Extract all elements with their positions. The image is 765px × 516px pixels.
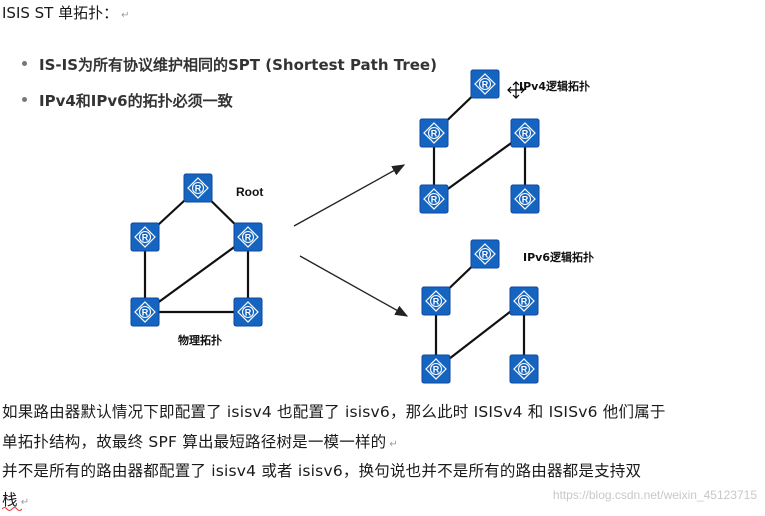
watermark: https://blog.csdn.net/weixin_45123715: [552, 488, 757, 502]
router-glyph: R: [522, 195, 529, 205]
paragraph-mark-icon: ↵: [20, 497, 30, 508]
router-glyph: R: [142, 308, 149, 318]
physical-topology-label: 物理拓扑: [178, 333, 222, 347]
router-glyph: R: [142, 233, 149, 243]
ipv6-router-left-icon: R: [421, 286, 451, 316]
router-glyph: R: [522, 129, 529, 139]
ipv4-router-bottom-right-icon: R: [510, 184, 540, 214]
bullet-item-1: IS-IS为所有协议维护相同的SPT (Shortest Path Tree): [22, 54, 437, 75]
router-glyph: R: [431, 195, 438, 205]
body-line-4: 栈↵: [2, 488, 29, 510]
heading-text: ISIS ST 单拓扑：: [2, 4, 119, 22]
ipv6-router-root-icon: R: [470, 239, 500, 269]
router-glyph: R: [431, 129, 438, 139]
router-glyph: R: [521, 297, 528, 307]
ipv6-router-right-icon: R: [509, 286, 539, 316]
bullet-dot-icon: [22, 61, 27, 66]
router-glyph: R: [482, 80, 489, 90]
bullet-dot-icon: [22, 97, 27, 102]
ipv4-router-left-icon: R: [419, 118, 449, 148]
ipv4-router-bottom-left-icon: R: [419, 184, 449, 214]
router-glyph: R: [433, 365, 440, 375]
page-heading: ISIS ST 单拓扑：↵: [2, 2, 130, 23]
ipv4-topology-label: IPv4逻辑拓扑: [519, 79, 590, 93]
body-line-4-text: 栈: [2, 491, 18, 509]
spellcheck-underline-icon: [2, 507, 22, 511]
topology-diagram: R R R R R R R R R R R R R R R Root 物理拓扑 IPv4逻辑拓扑 IPv6逻…: [130, 69, 594, 384]
ipv4-router-root-icon: R: [470, 69, 500, 99]
ipv6-router-bottom-left-icon: R: [421, 354, 451, 384]
router-glyph: R: [521, 365, 528, 375]
ipv6-topology-label: IPv6逻辑拓扑: [523, 250, 594, 264]
router-glyph: R: [195, 184, 202, 194]
bullet-item-2: IPv4和IPv6的拓扑必须一致: [22, 90, 233, 111]
root-label: Root: [236, 185, 263, 199]
arrow-to-ipv6: [299, 255, 409, 317]
physical-router-right-icon: R: [233, 222, 263, 252]
router-glyph: R: [482, 250, 489, 260]
body-line-2-text: 单拓扑结构，故最终 SPF 算出最短路径树是一模一样的: [2, 433, 387, 451]
move-cursor-icon: [507, 81, 525, 99]
router-glyph: R: [245, 308, 252, 318]
physical-router-root-icon: R: [183, 173, 213, 203]
body-line-2: 单拓扑结构，故最终 SPF 算出最短路径树是一模一样的↵: [2, 430, 398, 452]
ipv4-router-right-icon: R: [510, 118, 540, 148]
bullet-text-2: IPv4和IPv6的拓扑必须一致: [39, 92, 233, 110]
bullet-text-1: IS-IS为所有协议维护相同的SPT (Shortest Path Tree): [39, 56, 437, 74]
router-glyph: R: [433, 297, 440, 307]
ipv6-router-bottom-right-icon: R: [509, 354, 539, 384]
paragraph-mark-icon: ↵: [389, 439, 398, 450]
body-line-1: 如果路由器默认情况下即配置了 isisv4 也配置了 isisv6，那么此时 I…: [2, 403, 666, 421]
physical-router-bottom-right-icon: R: [233, 297, 263, 327]
physical-links: [143, 187, 250, 314]
router-glyph: R: [245, 233, 252, 243]
physical-router-bottom-left-icon: R: [130, 297, 160, 327]
paragraph-mark-icon: ↵: [121, 10, 130, 21]
body-line-3: 并不是所有的路由器都配置了 isisv4 或者 isisv6，换句说也并不是所有…: [2, 462, 642, 480]
arrow-to-ipv4: [293, 164, 406, 227]
physical-router-left-icon: R: [130, 222, 160, 252]
